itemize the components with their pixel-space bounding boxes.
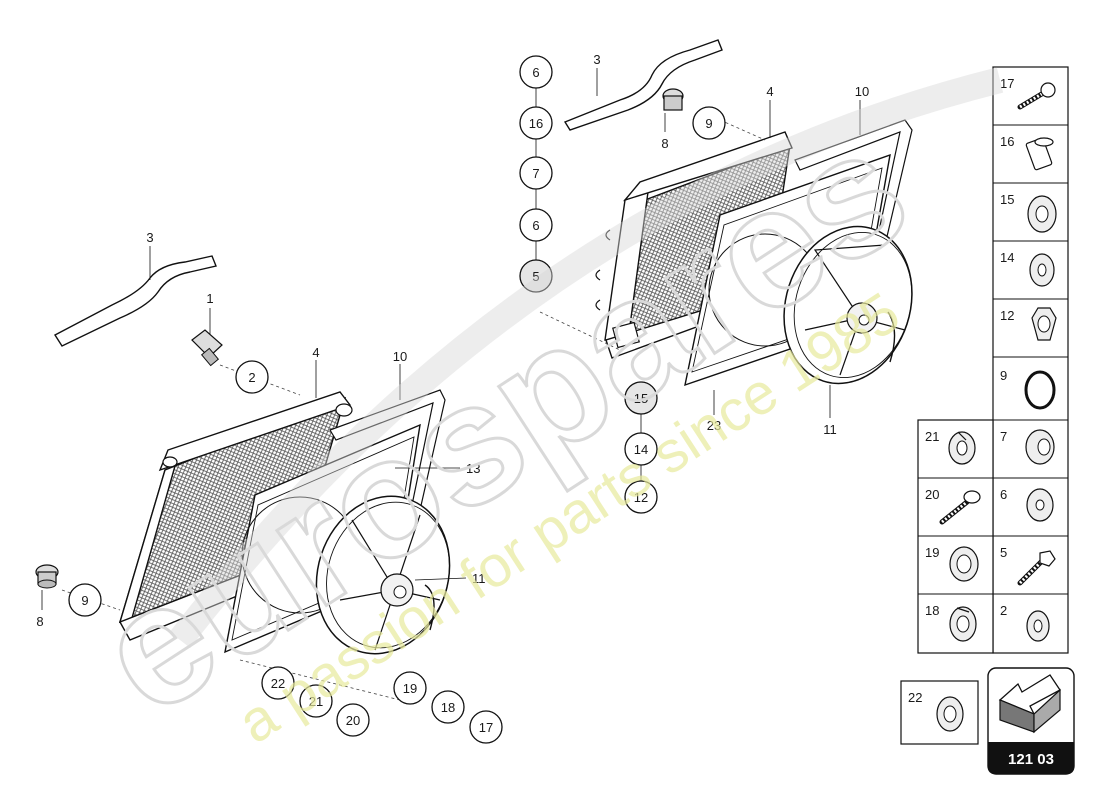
table-num-5: 5 bbox=[1000, 545, 1007, 560]
label-left-1: 1 bbox=[206, 291, 213, 306]
svg-text:21: 21 bbox=[309, 694, 323, 709]
svg-text:16: 16 bbox=[529, 116, 543, 131]
callout-left-18[interactable]: 18 bbox=[431, 690, 465, 724]
label-right-3: 3 bbox=[593, 52, 600, 67]
svg-text:6: 6 bbox=[532, 218, 539, 233]
callout-left-19[interactable]: 19 bbox=[393, 671, 427, 705]
table-num-12: 12 bbox=[1000, 308, 1014, 323]
callout-left-20[interactable]: 20 bbox=[336, 703, 370, 737]
callout-left-17[interactable]: 17 bbox=[469, 710, 503, 744]
o-ring-icon bbox=[1024, 370, 1056, 410]
label-right-4: 4 bbox=[766, 84, 773, 99]
label-left-11: 11 bbox=[472, 571, 486, 586]
svg-text:15: 15 bbox=[634, 391, 648, 406]
diagram-badge[interactable]: 121 03 bbox=[987, 667, 1075, 775]
table-num-17: 17 bbox=[1000, 76, 1014, 91]
nut-icon bbox=[1031, 307, 1057, 341]
label-right-23: 23 bbox=[707, 418, 721, 433]
flat-washer-icon bbox=[1026, 488, 1054, 522]
callout-right-9[interactable]: 9 bbox=[692, 106, 726, 140]
part-22-box: 22 bbox=[900, 680, 979, 745]
svg-text:17: 17 bbox=[479, 720, 493, 735]
callout-stack-5[interactable]: 5 bbox=[519, 259, 553, 293]
table-num-7: 7 bbox=[1000, 429, 1007, 444]
thick-washer-icon bbox=[936, 696, 964, 732]
label-left-10: 10 bbox=[393, 349, 407, 364]
washer-icon bbox=[1029, 253, 1055, 287]
svg-text:5: 5 bbox=[532, 269, 539, 284]
label-left-4: 4 bbox=[312, 345, 319, 360]
table-num-20: 20 bbox=[925, 487, 939, 502]
callout-stack-6a[interactable]: 6 bbox=[519, 55, 553, 89]
callout-stack-7[interactable]: 7 bbox=[519, 156, 553, 190]
svg-text:9: 9 bbox=[81, 593, 88, 608]
split-washer-icon bbox=[948, 431, 976, 465]
table-num-19: 19 bbox=[925, 545, 939, 560]
callout-right-12[interactable]: 12 bbox=[624, 480, 658, 514]
callout-left-21[interactable]: 21 bbox=[299, 684, 333, 718]
right-drain-plug bbox=[662, 88, 684, 111]
table-num-14: 14 bbox=[1000, 250, 1014, 265]
svg-text:20: 20 bbox=[346, 713, 360, 728]
parts-table: 17 16 15 14 12 9 7 6 5 2 21 20 19 18 bbox=[917, 66, 1069, 654]
svg-text:12: 12 bbox=[634, 490, 648, 505]
label-left-3: 3 bbox=[146, 230, 153, 245]
left-fan bbox=[315, 495, 451, 655]
left-bracket-strip bbox=[54, 255, 217, 347]
spacer-icon bbox=[1025, 429, 1055, 465]
bushing-icon bbox=[1027, 195, 1057, 233]
label-right-8: 8 bbox=[661, 136, 668, 151]
arrow-icon bbox=[998, 674, 1061, 734]
table-num-21: 21 bbox=[925, 429, 939, 444]
callout-stack-6b[interactable]: 6 bbox=[519, 208, 553, 242]
svg-text:2: 2 bbox=[248, 370, 255, 385]
callout-right-15[interactable]: 15 bbox=[624, 381, 658, 415]
callout-stack-16[interactable]: 16 bbox=[519, 106, 553, 140]
svg-text:9: 9 bbox=[705, 116, 712, 131]
svg-text:7: 7 bbox=[532, 166, 539, 181]
svg-text:6: 6 bbox=[532, 65, 539, 80]
label-right-11: 11 bbox=[823, 422, 837, 437]
small-washer-icon bbox=[1026, 610, 1050, 642]
table-num-2: 2 bbox=[1000, 603, 1007, 618]
table-num-6: 6 bbox=[1000, 487, 1007, 502]
screw-icon bbox=[939, 490, 981, 525]
svg-text:14: 14 bbox=[634, 442, 648, 457]
lock-washer-icon bbox=[949, 606, 977, 642]
label-left-13: 13 bbox=[466, 461, 480, 476]
diagram-number: 121 03 bbox=[1008, 751, 1054, 768]
svg-text:18: 18 bbox=[441, 700, 455, 715]
left-drain-plug bbox=[35, 564, 59, 589]
label-right-10: 10 bbox=[855, 84, 869, 99]
sleeve-icon bbox=[1025, 137, 1054, 171]
ring-washer-icon bbox=[949, 546, 979, 582]
table-num-22: 22 bbox=[908, 690, 922, 705]
svg-text:22: 22 bbox=[271, 676, 285, 691]
table-num-9: 9 bbox=[1000, 368, 1007, 383]
svg-text:19: 19 bbox=[403, 681, 417, 696]
callout-right-14[interactable]: 14 bbox=[624, 432, 658, 466]
callout-left-2[interactable]: 2 bbox=[235, 360, 269, 394]
table-num-18: 18 bbox=[925, 603, 939, 618]
left-pressure-switch bbox=[191, 329, 223, 367]
callout-left-9[interactable]: 9 bbox=[68, 583, 102, 617]
bolt-icon bbox=[1017, 82, 1056, 110]
table-num-15: 15 bbox=[1000, 192, 1014, 207]
hex-bolt-icon bbox=[1017, 550, 1056, 586]
label-left-8: 8 bbox=[36, 614, 43, 629]
table-num-16: 16 bbox=[1000, 134, 1014, 149]
callout-left-22[interactable]: 22 bbox=[261, 666, 295, 700]
right-bracket-strip bbox=[563, 39, 723, 131]
right-fan bbox=[783, 225, 913, 385]
